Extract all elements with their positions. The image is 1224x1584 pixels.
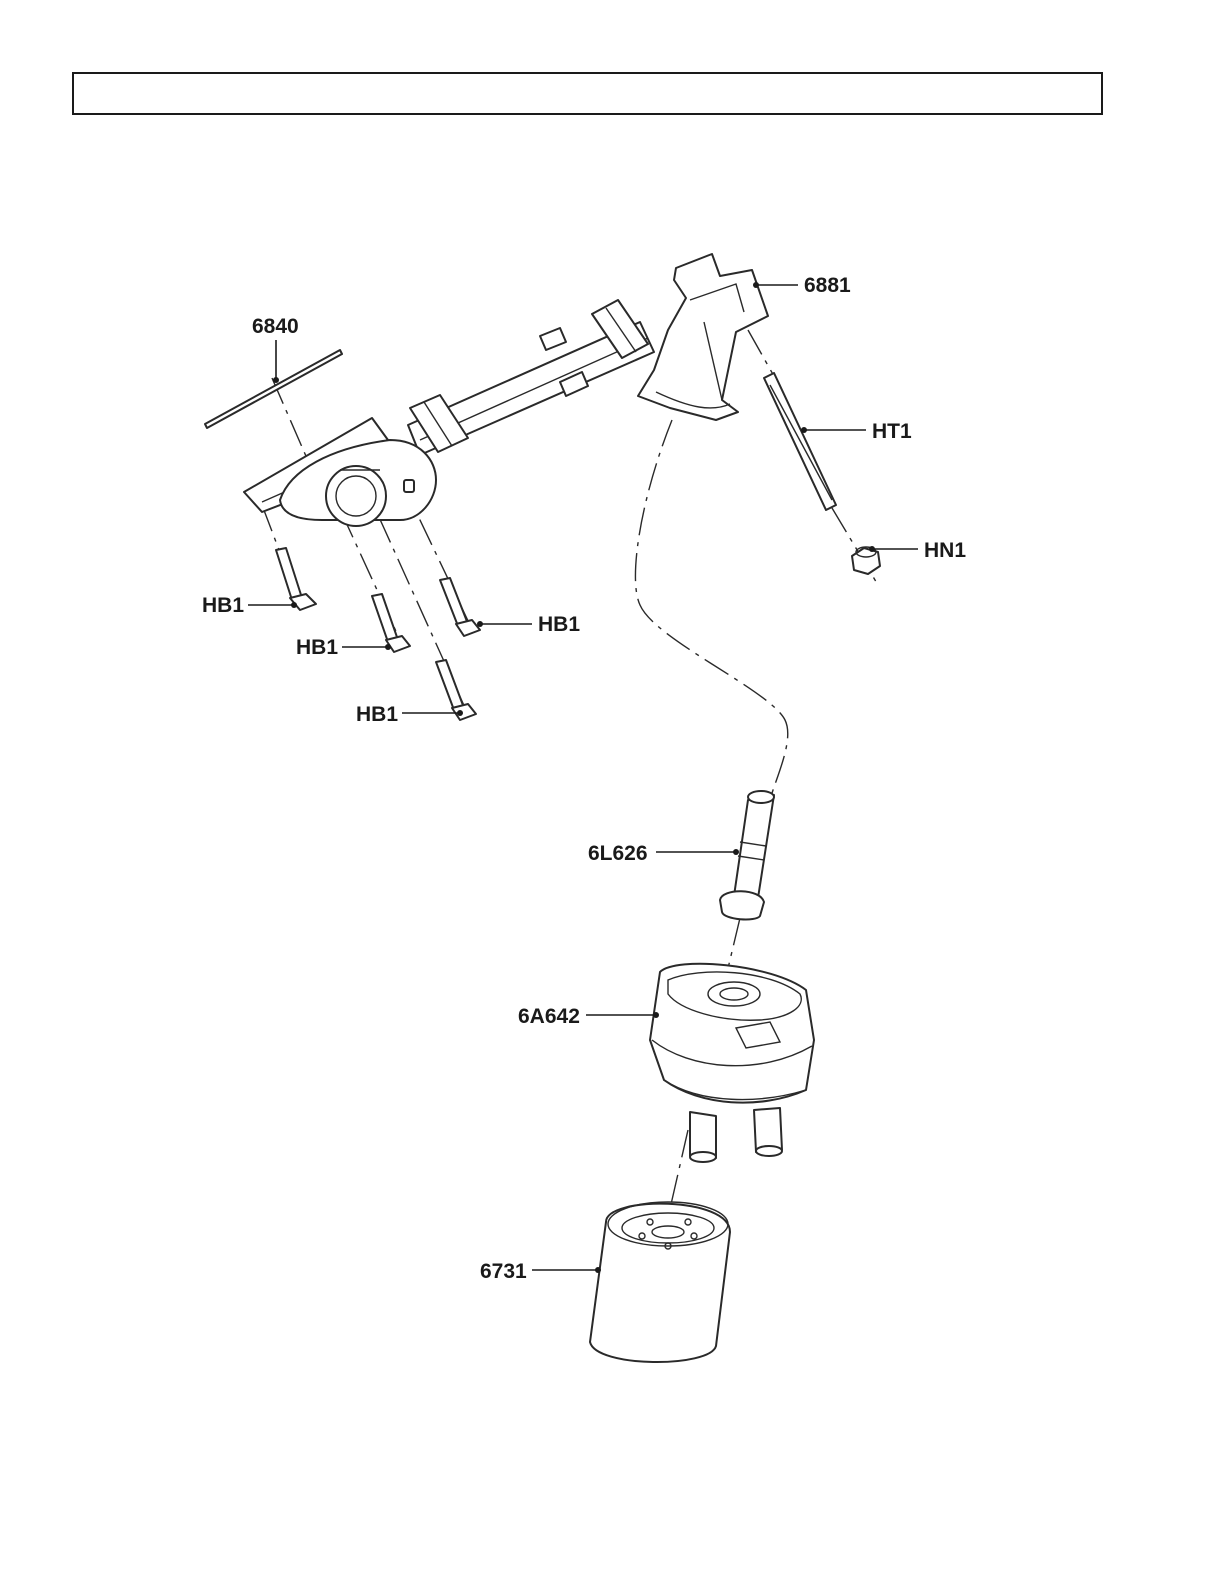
callout-6731: 6731 <box>480 1260 527 1283</box>
bolt-hb1-c <box>440 578 480 636</box>
leader-hb1-a <box>248 602 297 608</box>
adapter-tube-6L626 <box>720 791 774 919</box>
oil-cooler-6A642 <box>650 964 814 1162</box>
leader-6a642 <box>586 1012 659 1018</box>
callout-6881: 6881 <box>804 274 851 297</box>
leader-6840 <box>273 340 279 383</box>
leader-hb1-b <box>342 644 391 650</box>
leader-hb1-c <box>477 621 532 627</box>
callout-ht1: HT1 <box>872 420 912 443</box>
callout-hb1-c: HB1 <box>538 613 580 636</box>
oil-filter-6731 <box>590 1202 730 1362</box>
axis-pipe-to-cooler <box>635 420 787 800</box>
callout-hb1-a: HB1 <box>202 594 244 617</box>
oil-pump-tube-6881 <box>244 254 768 526</box>
callout-6840: 6840 <box>252 315 299 338</box>
callout-hn1: HN1 <box>924 539 966 562</box>
leader-6731 <box>532 1267 601 1273</box>
callout-hb1-d: HB1 <box>356 703 398 726</box>
axis-ht1 <box>748 330 775 378</box>
nut-hn1 <box>852 547 880 574</box>
callout-hb1-b: HB1 <box>296 636 338 659</box>
leader-6l626 <box>656 849 739 855</box>
callout-6a642: 6A642 <box>518 1005 580 1028</box>
bolt-hb1-b <box>372 594 410 652</box>
bolt-hb1-d <box>436 660 476 720</box>
leader-6881 <box>753 282 798 288</box>
bolt-hb1-a <box>276 548 316 610</box>
stud-ht1 <box>764 373 836 510</box>
gasket-6840 <box>205 350 342 428</box>
callout-6l626: 6L626 <box>588 842 648 865</box>
leader-ht1 <box>801 427 866 433</box>
